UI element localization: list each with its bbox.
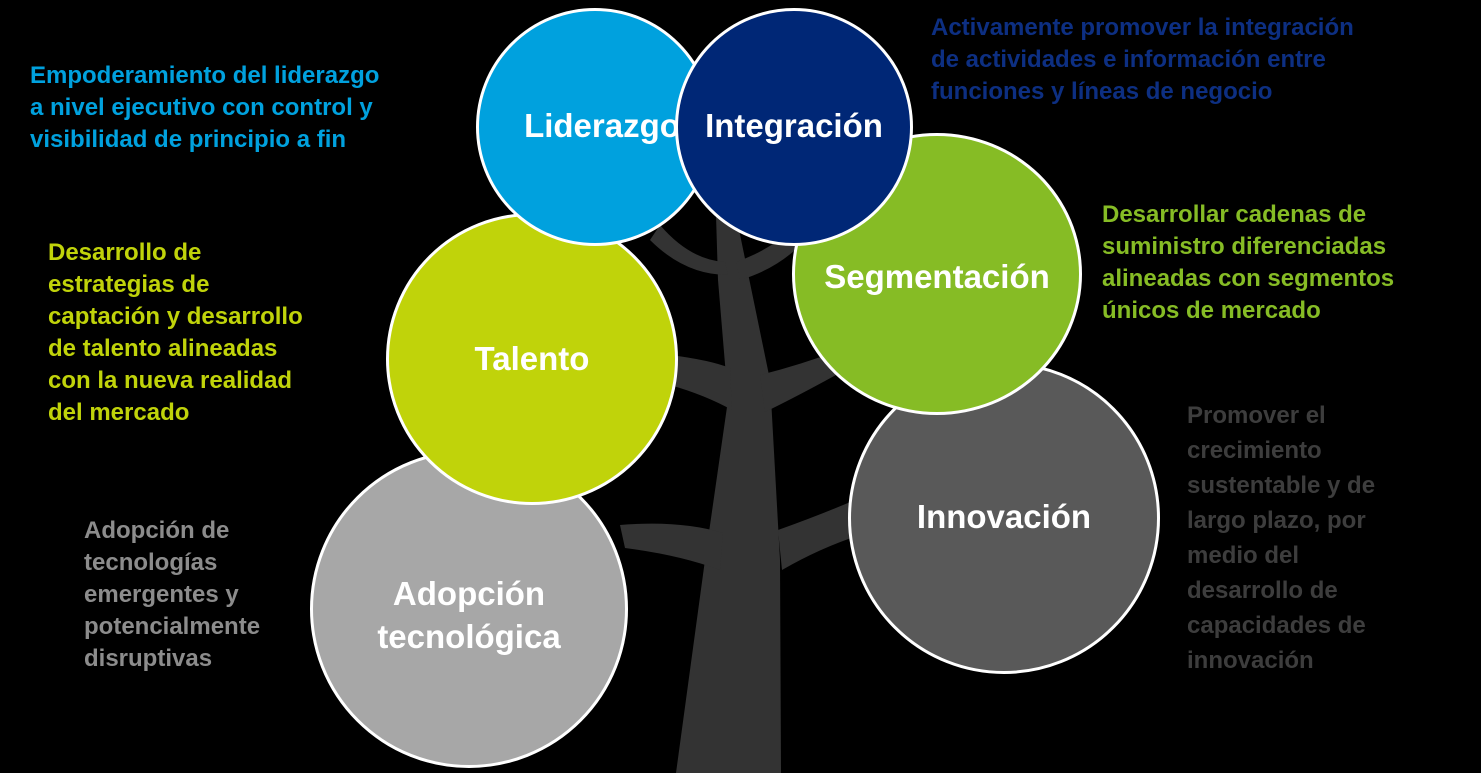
node-innovacion-circle: Innovación xyxy=(848,362,1160,674)
node-liderazgo-circle: Liderazgo xyxy=(476,8,714,246)
node-talento-label: Talento xyxy=(474,339,590,377)
node-segmentacion-label: Segmentación xyxy=(824,258,1050,295)
node-talento-description: Desarrollo de estrategias de captación y… xyxy=(48,239,303,426)
node-integracion-circle: Integración xyxy=(675,8,913,246)
node-talento-circle: Talento xyxy=(386,213,678,505)
node-adopcion-circle: Adopción tecnológica xyxy=(310,450,628,768)
node-liderazgo-label: Liderazgo xyxy=(524,106,680,144)
node-adopcion-label: Adopción tecnológica xyxy=(377,575,561,655)
node-segmentacion-description: Desarrollar cadenas de suministro difere… xyxy=(1102,201,1395,324)
node-integracion-description: Activamente promover la integración de a… xyxy=(931,14,1354,105)
node-adopcion-description: Adopción de tecnologías emergentes y pot… xyxy=(84,517,261,672)
node-liderazgo-description: Empoderamiento del liderazgo a nivel eje… xyxy=(30,62,380,153)
node-integracion-label: Integración xyxy=(705,106,883,144)
node-innovacion-description: Promover el crecimiento sustentable y de… xyxy=(1187,402,1376,674)
node-innovacion-label: Innovación xyxy=(916,497,1092,535)
